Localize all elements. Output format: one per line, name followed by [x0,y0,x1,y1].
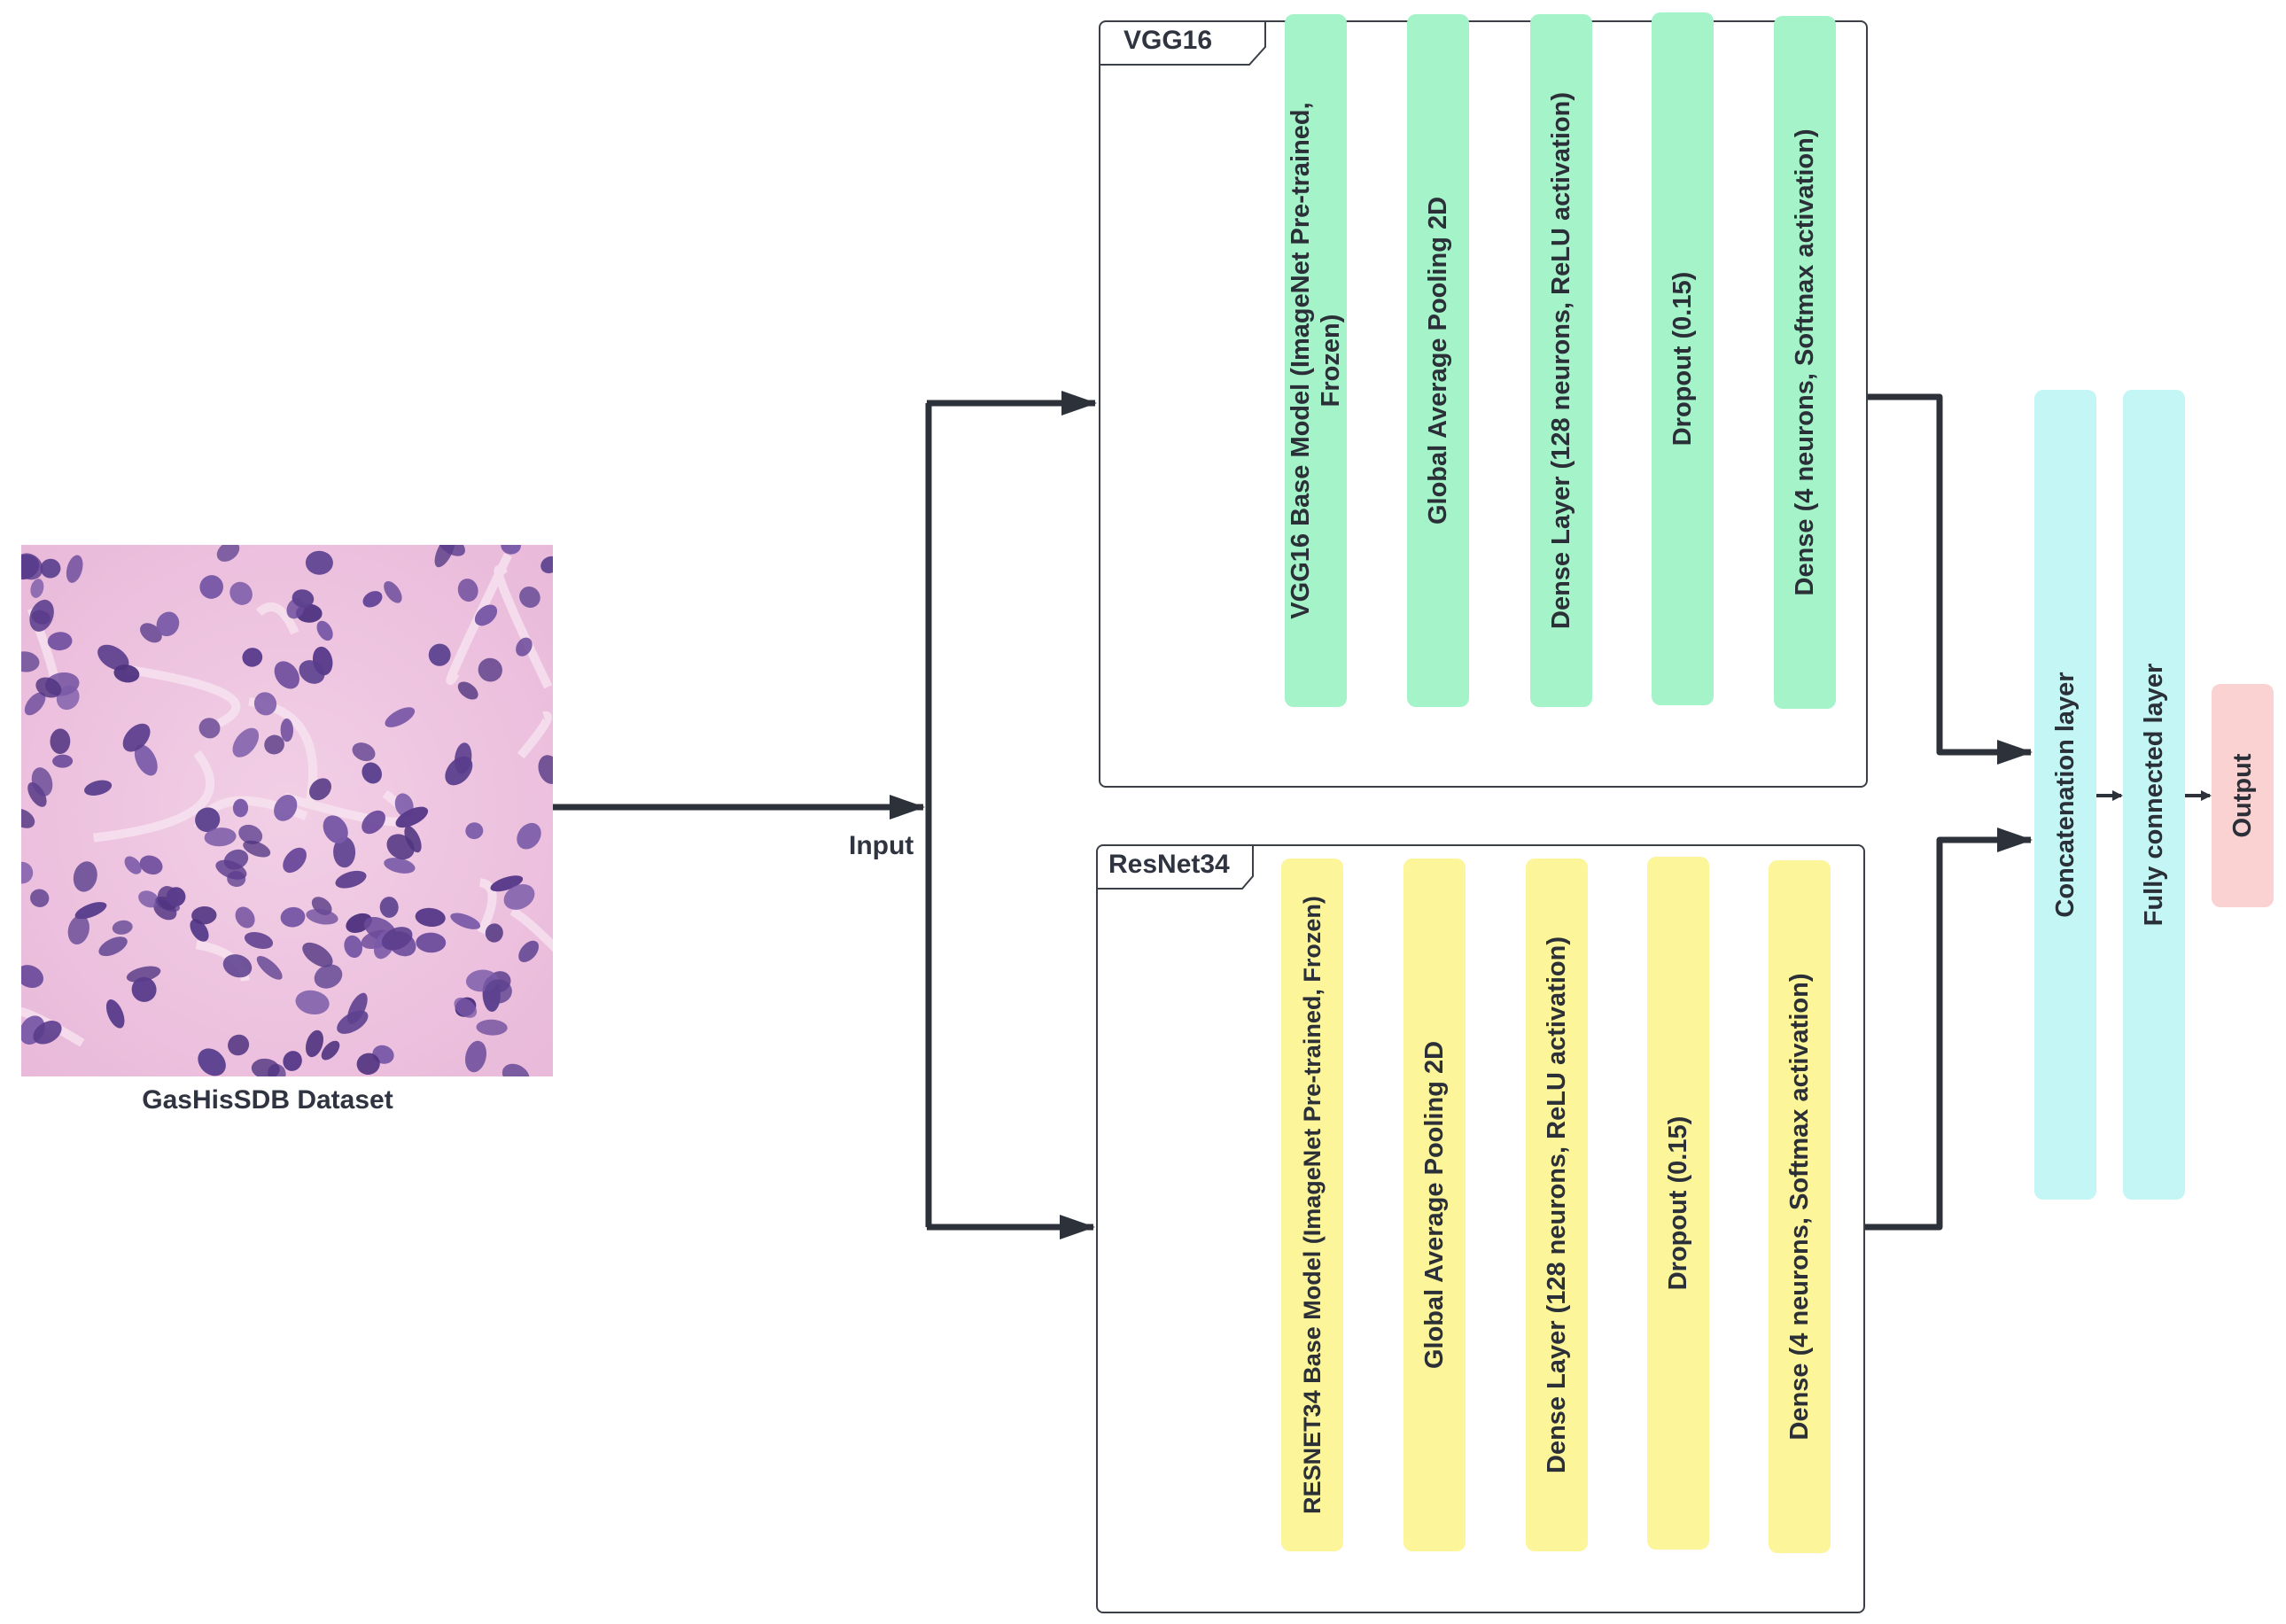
resnet34-base-model-layer: RESNET34 Base Model (ImageNet Pre-traine… [1281,859,1343,1551]
fully-connected-layer: Fully connected layer [2123,390,2185,1200]
fully-connected-label: Fully connected layer [2140,663,2168,927]
vgg16-dense-layer: Dense Layer (128 neurons, ReLU activatio… [1530,14,1592,707]
resnet34-dropout-layer: Dropout (0.15) [1647,857,1709,1550]
vgg16-block [1099,20,1868,788]
resnet34-gap-layer: Global Average Pooling 2D [1403,859,1466,1551]
resnet34-base-model-label: RESNET34 Base Model (ImageNet Pre-traine… [1299,896,1326,1514]
output-layer: Output [2212,684,2274,907]
vgg16-dropout-label: Dropout (0.15) [1668,271,1697,447]
resnet34-gap-label: Global Average Pooling 2D [1420,1040,1449,1370]
vgg16-softmax-label: Dense (4 neurons, Softmax activation) [1791,128,1819,596]
vgg-output-arrow [1864,393,2033,765]
output-label: Output [2228,753,2257,838]
resnet34-block [1096,844,1865,1613]
resnet34-softmax-layer: Dense (4 neurons, Softmax activation) [1769,860,1831,1553]
resnet-output-arrow [1862,828,2033,1231]
vgg16-tab-border [1099,22,1266,66]
resnet34-dropout-label: Dropout (0.15) [1664,1115,1692,1291]
resnet34-softmax-label: Dense (4 neurons, Softmax activation) [1785,973,1814,1441]
concatenation-label: Concatenation layer [2051,672,2080,918]
concatenation-layer: Concatenation layer [2034,390,2096,1200]
vgg16-base-model-label: VGG16 Base Model (ImageNet Pre-trained, … [1287,102,1345,619]
vgg16-dropout-layer: Dropout (0.15) [1652,12,1714,705]
vgg16-gap-layer: Global Average Pooling 2D [1407,14,1469,707]
vgg16-base-model-layer: VGG16 Base Model (ImageNet Pre-trained, … [1285,14,1347,707]
vgg16-dense-label: Dense Layer (128 neurons, ReLU activatio… [1547,92,1575,629]
resnet34-dense-label: Dense Layer (128 neurons, ReLU activatio… [1543,936,1571,1473]
input-label: Input [849,831,914,860]
vgg16-softmax-layer: Dense (4 neurons, Softmax activation) [1774,16,1836,709]
histology-image [21,545,553,1076]
resnet34-dense-layer: Dense Layer (128 neurons, ReLU activatio… [1526,859,1588,1551]
vgg16-gap-label: Global Average Pooling 2D [1424,196,1452,525]
resnet34-tab-border [1096,846,1254,890]
resnet34-title: ResNet34 [1108,850,1230,879]
vgg16-title: VGG16 [1124,26,1213,55]
dataset-caption: GasHisSDB Dataset [142,1085,393,1115]
